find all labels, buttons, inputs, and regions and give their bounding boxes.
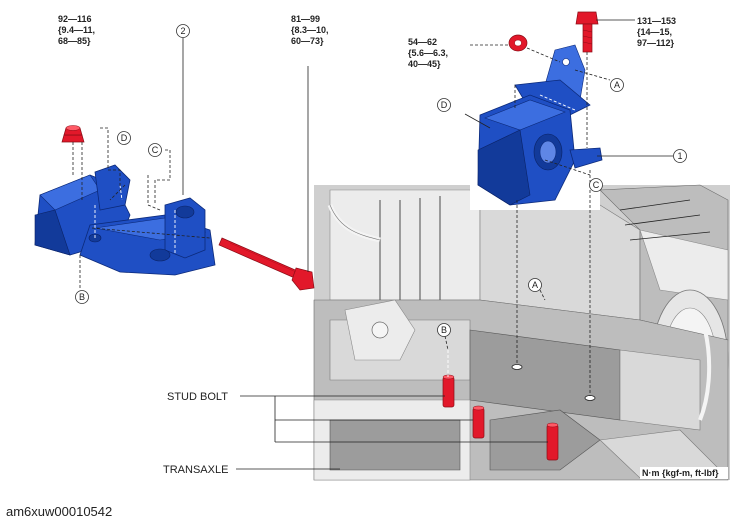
engine-mount-left: [34, 164, 216, 276]
svg-text:2: 2: [180, 26, 185, 36]
svg-text:D: D: [441, 100, 448, 110]
torque-top-line-1: 131—153: [637, 16, 676, 26]
torque-nut-line-3: 40—45}: [408, 59, 441, 69]
long-through-bolt: [218, 237, 315, 291]
torque-label-top-bolt: 131—153 {14—15, 97—112}: [637, 16, 676, 48]
svg-text:C: C: [152, 145, 159, 155]
svg-text:1: 1: [677, 151, 682, 161]
marker-B-left: B: [75, 290, 89, 304]
marker-D-right: D: [437, 98, 451, 112]
marker-part-1: 1: [673, 149, 687, 163]
torque-top-line-3: 97—112}: [637, 38, 675, 48]
engine-compartment-illustration: [313, 184, 730, 481]
leader-lines: [182, 19, 673, 470]
svg-text:D: D: [121, 133, 128, 143]
marker-D-left: D: [117, 131, 131, 145]
top-mount-bolt: [575, 11, 599, 53]
svg-text:A: A: [614, 80, 620, 90]
marker-B-engine: B: [437, 323, 451, 337]
marker-part-2: 2: [176, 24, 190, 38]
engine-mount-right: [470, 44, 603, 210]
svg-text:C: C: [593, 180, 600, 190]
torque-label-left-bolt: 92—116 {9.4—11, 68—85}: [58, 14, 95, 46]
torque-label-long-bolt: 81—99 {8.3—10, 60—73}: [291, 14, 329, 46]
torque-long-line-2: {8.3—10,: [291, 25, 329, 35]
marker-C-right: C: [589, 178, 603, 192]
torque-left-line-3: 68—85}: [58, 36, 91, 46]
torque-label-nut: 54—62 {5.6—6.3, 40—45}: [408, 37, 508, 69]
torque-nut-line-2: {5.6—6.3,: [408, 48, 448, 58]
stud-bolt: [442, 374, 455, 408]
mount-nut: [508, 34, 528, 52]
torque-long-line-3: 60—73}: [291, 36, 324, 46]
torque-top-line-2: {14—15,: [637, 27, 672, 37]
left-flange-bolt: [61, 125, 85, 143]
stud-bolt: [546, 422, 559, 461]
stud-bolt-label: STUD BOLT: [167, 391, 228, 403]
torque-long-line-1: 81—99: [291, 14, 320, 24]
torque-left-line-2: {9.4—11,: [58, 25, 95, 35]
stud-bolts: [442, 350, 559, 461]
image-id-caption: am6xuw00010542: [6, 504, 113, 519]
svg-text:B: B: [441, 325, 447, 335]
torque-nut-line-1: 54—62: [408, 37, 437, 47]
svg-text:A: A: [532, 280, 538, 290]
installation-guide-lines: [72, 47, 611, 396]
torque-units-label: N·m {kgf-m, ft-lbf}: [642, 468, 719, 478]
torque-left-line-1: 92—116: [58, 14, 92, 24]
marker-A-engine: A: [528, 278, 542, 292]
marker-C-left: C: [148, 143, 162, 157]
marker-A-top: A: [610, 78, 624, 92]
fasteners: [61, 11, 599, 291]
svg-text:B: B: [79, 292, 85, 302]
transaxle-label: TRANSAXLE: [163, 464, 228, 476]
stud-bolt: [472, 405, 485, 439]
